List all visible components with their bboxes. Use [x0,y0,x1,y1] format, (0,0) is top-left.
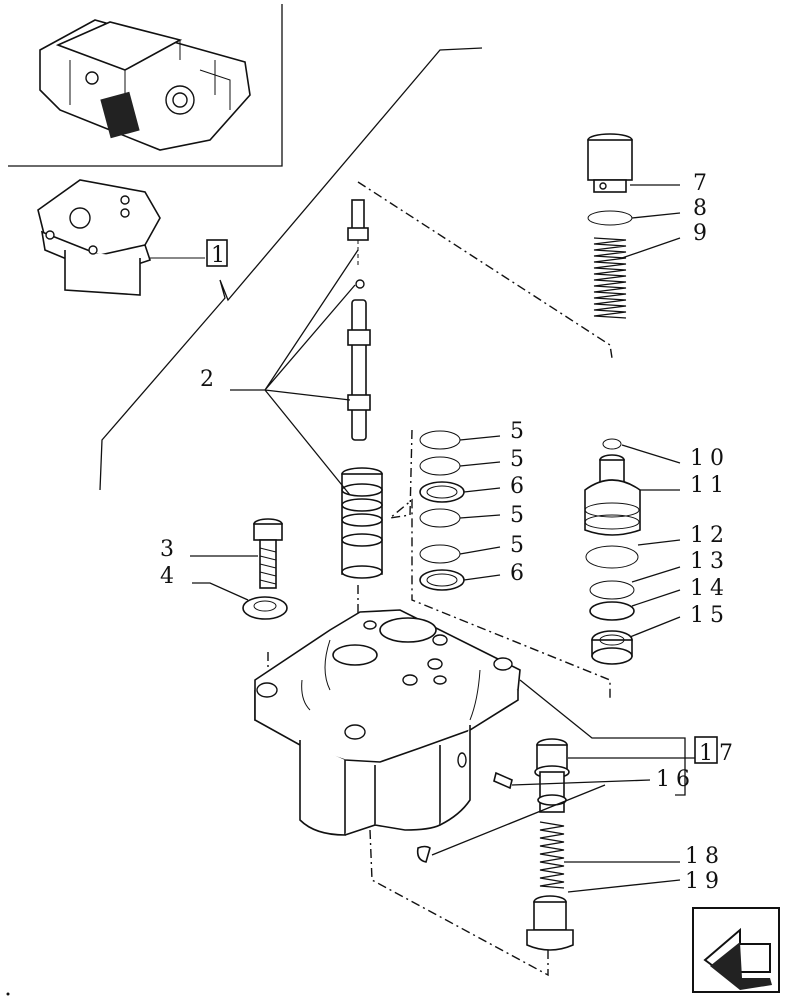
callout-box-17 [694,736,718,764]
callout-5a: 5 [510,419,530,444]
callout-12: 12 [690,523,730,548]
callout-9: 9 [693,221,713,246]
callout-5b: 5 [510,447,530,472]
callout-17: 17 [699,741,739,766]
callout-19: 19 [685,869,725,894]
valve-body [254,609,521,836]
callout-11: 11 [690,473,730,498]
leaders-18-19 [564,861,681,893]
callout-8: 8 [693,196,713,221]
leaders-16 [431,779,651,856]
callout-4: 4 [160,564,180,589]
assembly-line-top [357,181,613,359]
callout-5c: 5 [510,503,530,528]
leaders-7-9 [621,184,681,259]
seal-stack [419,430,465,591]
callout-box-1 [206,239,228,267]
break-line [99,47,483,491]
next-page-arrow-icon[interactable] [692,907,780,993]
valve-block-sketch [37,179,205,296]
callout-14: 14 [690,576,730,601]
inset-thumbnail [8,4,283,167]
pin-and-plunger [416,738,574,951]
plug-assembly-right [584,438,641,665]
assembly-line-bottom [369,829,549,977]
callout-10: 10 [690,446,730,471]
callout-1: 1 [211,243,231,268]
leaders-3-4 [190,555,258,601]
callout-5d: 5 [510,533,530,558]
callout-3: 3 [160,537,180,562]
leaders-10-15 [621,444,681,638]
leader-2 [230,249,359,496]
callout-6b: 6 [510,561,530,586]
page-dot [6,992,10,996]
callout-2: 2 [200,367,220,392]
callout-18: 18 [685,844,725,869]
callout-7: 7 [693,171,713,196]
plug-assembly-top [587,133,633,319]
leaders-5-6 [459,435,501,581]
assembly-line-mid [387,429,611,698]
callout-15: 15 [690,603,730,628]
callout-13: 13 [690,549,730,574]
leaders-17 [519,679,695,796]
callout-6a: 6 [510,474,530,499]
bolt-and-washer [242,518,288,620]
callout-16: 16 [656,767,696,792]
spool-assembly [341,199,383,579]
